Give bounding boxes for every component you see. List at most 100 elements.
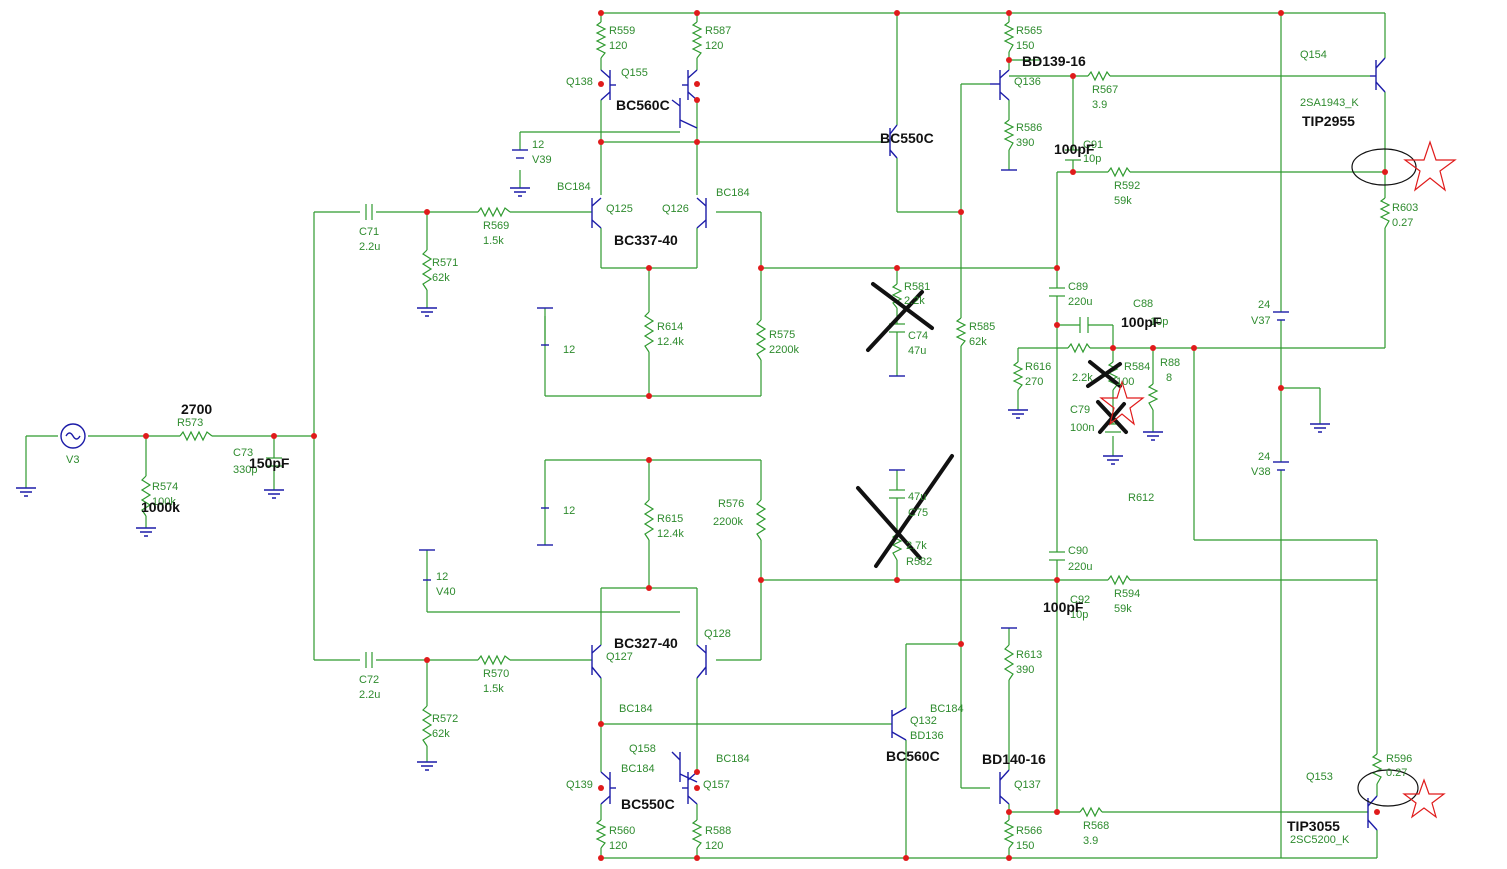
component-label: 3.9: [1092, 99, 1107, 111]
component-label: 3.9: [1083, 835, 1098, 847]
component-label: R575: [769, 329, 795, 341]
component-label: BC184: [716, 753, 750, 765]
component-label: 120: [705, 40, 723, 52]
component-label: R592: [1114, 180, 1140, 192]
component-label: R569: [483, 220, 509, 232]
component-label: R567: [1092, 84, 1118, 96]
component-label: 390: [1016, 137, 1034, 149]
part-note: 1000k: [141, 499, 180, 515]
part-note: 100pF: [1121, 314, 1162, 330]
component-label: 24: [1258, 451, 1270, 463]
component-label: 120: [705, 840, 723, 852]
part-note: BC327-40: [614, 635, 678, 651]
component-label: C72: [359, 674, 379, 686]
component-label: 150: [1016, 40, 1034, 52]
component-label: 120: [609, 840, 627, 852]
component-label: Q138: [566, 76, 593, 88]
component-label: 12.4k: [657, 336, 684, 348]
component-label: 2200k: [769, 344, 799, 356]
star-mark-icon: [1403, 140, 1457, 192]
component-label: R568: [1083, 820, 1109, 832]
component-label: V3: [66, 454, 79, 466]
component-label: BC184: [621, 763, 655, 775]
part-note: 150pF: [249, 455, 290, 471]
component-label: C75: [908, 507, 928, 519]
components: [16, 21, 1391, 849]
component-label: R613: [1016, 649, 1042, 661]
part-note: BD140-16: [982, 751, 1046, 767]
component-label: R588: [705, 825, 731, 837]
component-label: R573: [177, 417, 203, 429]
component-label: 100n: [1070, 422, 1094, 434]
component-label: 62k: [432, 728, 450, 740]
component-label: 62k: [432, 272, 450, 284]
component-label: 2SC5200_K: [1290, 834, 1350, 846]
component-label: R587: [705, 25, 731, 37]
junction-dots: [143, 10, 1388, 861]
wires: [25, 12, 1386, 859]
component-label: C71: [359, 226, 379, 238]
component-label: 0.27: [1386, 767, 1407, 779]
highlight-ellipse: [1351, 148, 1417, 186]
component-label: 220u: [1068, 296, 1092, 308]
component-label: BC184: [557, 181, 591, 193]
component-label: 270: [1025, 376, 1043, 388]
component-label: Q132: [910, 715, 937, 727]
component-label: R603: [1392, 202, 1418, 214]
component-label: V37: [1251, 315, 1271, 327]
component-label: Q153: [1306, 771, 1333, 783]
part-note: BC550C: [880, 130, 934, 146]
part-number-notes: BC560CBD139-16TIP2955BC550C100pFBC337-40…: [141, 53, 1355, 834]
component-label: 2.2k: [1072, 372, 1093, 384]
component-label: 2.7k: [906, 540, 927, 552]
component-label: C92: [1070, 594, 1090, 606]
component-label: R581: [904, 281, 930, 293]
component-label: 12: [436, 571, 448, 583]
highlight-ellipse: [1357, 769, 1419, 807]
component-label: Q154: [1300, 49, 1327, 61]
component-label: 2.2k: [904, 295, 925, 307]
component-label: R559: [609, 25, 635, 37]
part-note: 100pF: [1043, 599, 1084, 615]
component-label: Q137: [1014, 779, 1041, 791]
part-note: BC560C: [886, 748, 940, 764]
part-note: TIP3055: [1287, 818, 1340, 834]
component-label: 2.2u: [359, 689, 380, 701]
component-label: Q139: [566, 779, 593, 791]
component-label: BC184: [930, 703, 964, 715]
component-label: Q128: [704, 628, 731, 640]
part-note: BC560C: [616, 97, 670, 113]
component-label: Q158: [629, 743, 656, 755]
component-label: R614: [657, 321, 683, 333]
component-label: 10p: [1150, 316, 1168, 328]
component-label: 10p: [1083, 153, 1101, 165]
component-label: R616: [1025, 361, 1051, 373]
component-label: R560: [609, 825, 635, 837]
part-note: BC337-40: [614, 232, 678, 248]
component-label: R596: [1386, 753, 1412, 765]
component-label: BD136: [910, 730, 944, 742]
cross-mark: [1086, 362, 1122, 388]
component-label: Q157: [703, 779, 730, 791]
component-label: R88: [1160, 357, 1180, 369]
component-label: Q126: [662, 203, 689, 215]
part-note: 100pF: [1054, 141, 1095, 157]
component-label: C90: [1068, 545, 1088, 557]
component-label: 10p: [1070, 609, 1088, 621]
component-label: 330p: [233, 464, 257, 476]
component-label: 100k: [152, 496, 176, 508]
component-label: 1.5k: [483, 235, 504, 247]
component-label: 24: [1258, 299, 1270, 311]
hand-annotations: [856, 140, 1457, 819]
component-label: R584: [1124, 361, 1150, 373]
cross-mark: [856, 486, 922, 560]
component-label: R594: [1114, 588, 1140, 600]
component-label: 59k: [1114, 195, 1132, 207]
component-label: 59k: [1114, 603, 1132, 615]
component-label: 1.5k: [483, 683, 504, 695]
component-label: 62k: [969, 336, 987, 348]
component-label: Q125: [606, 203, 633, 215]
component-label: 100: [1116, 376, 1134, 388]
